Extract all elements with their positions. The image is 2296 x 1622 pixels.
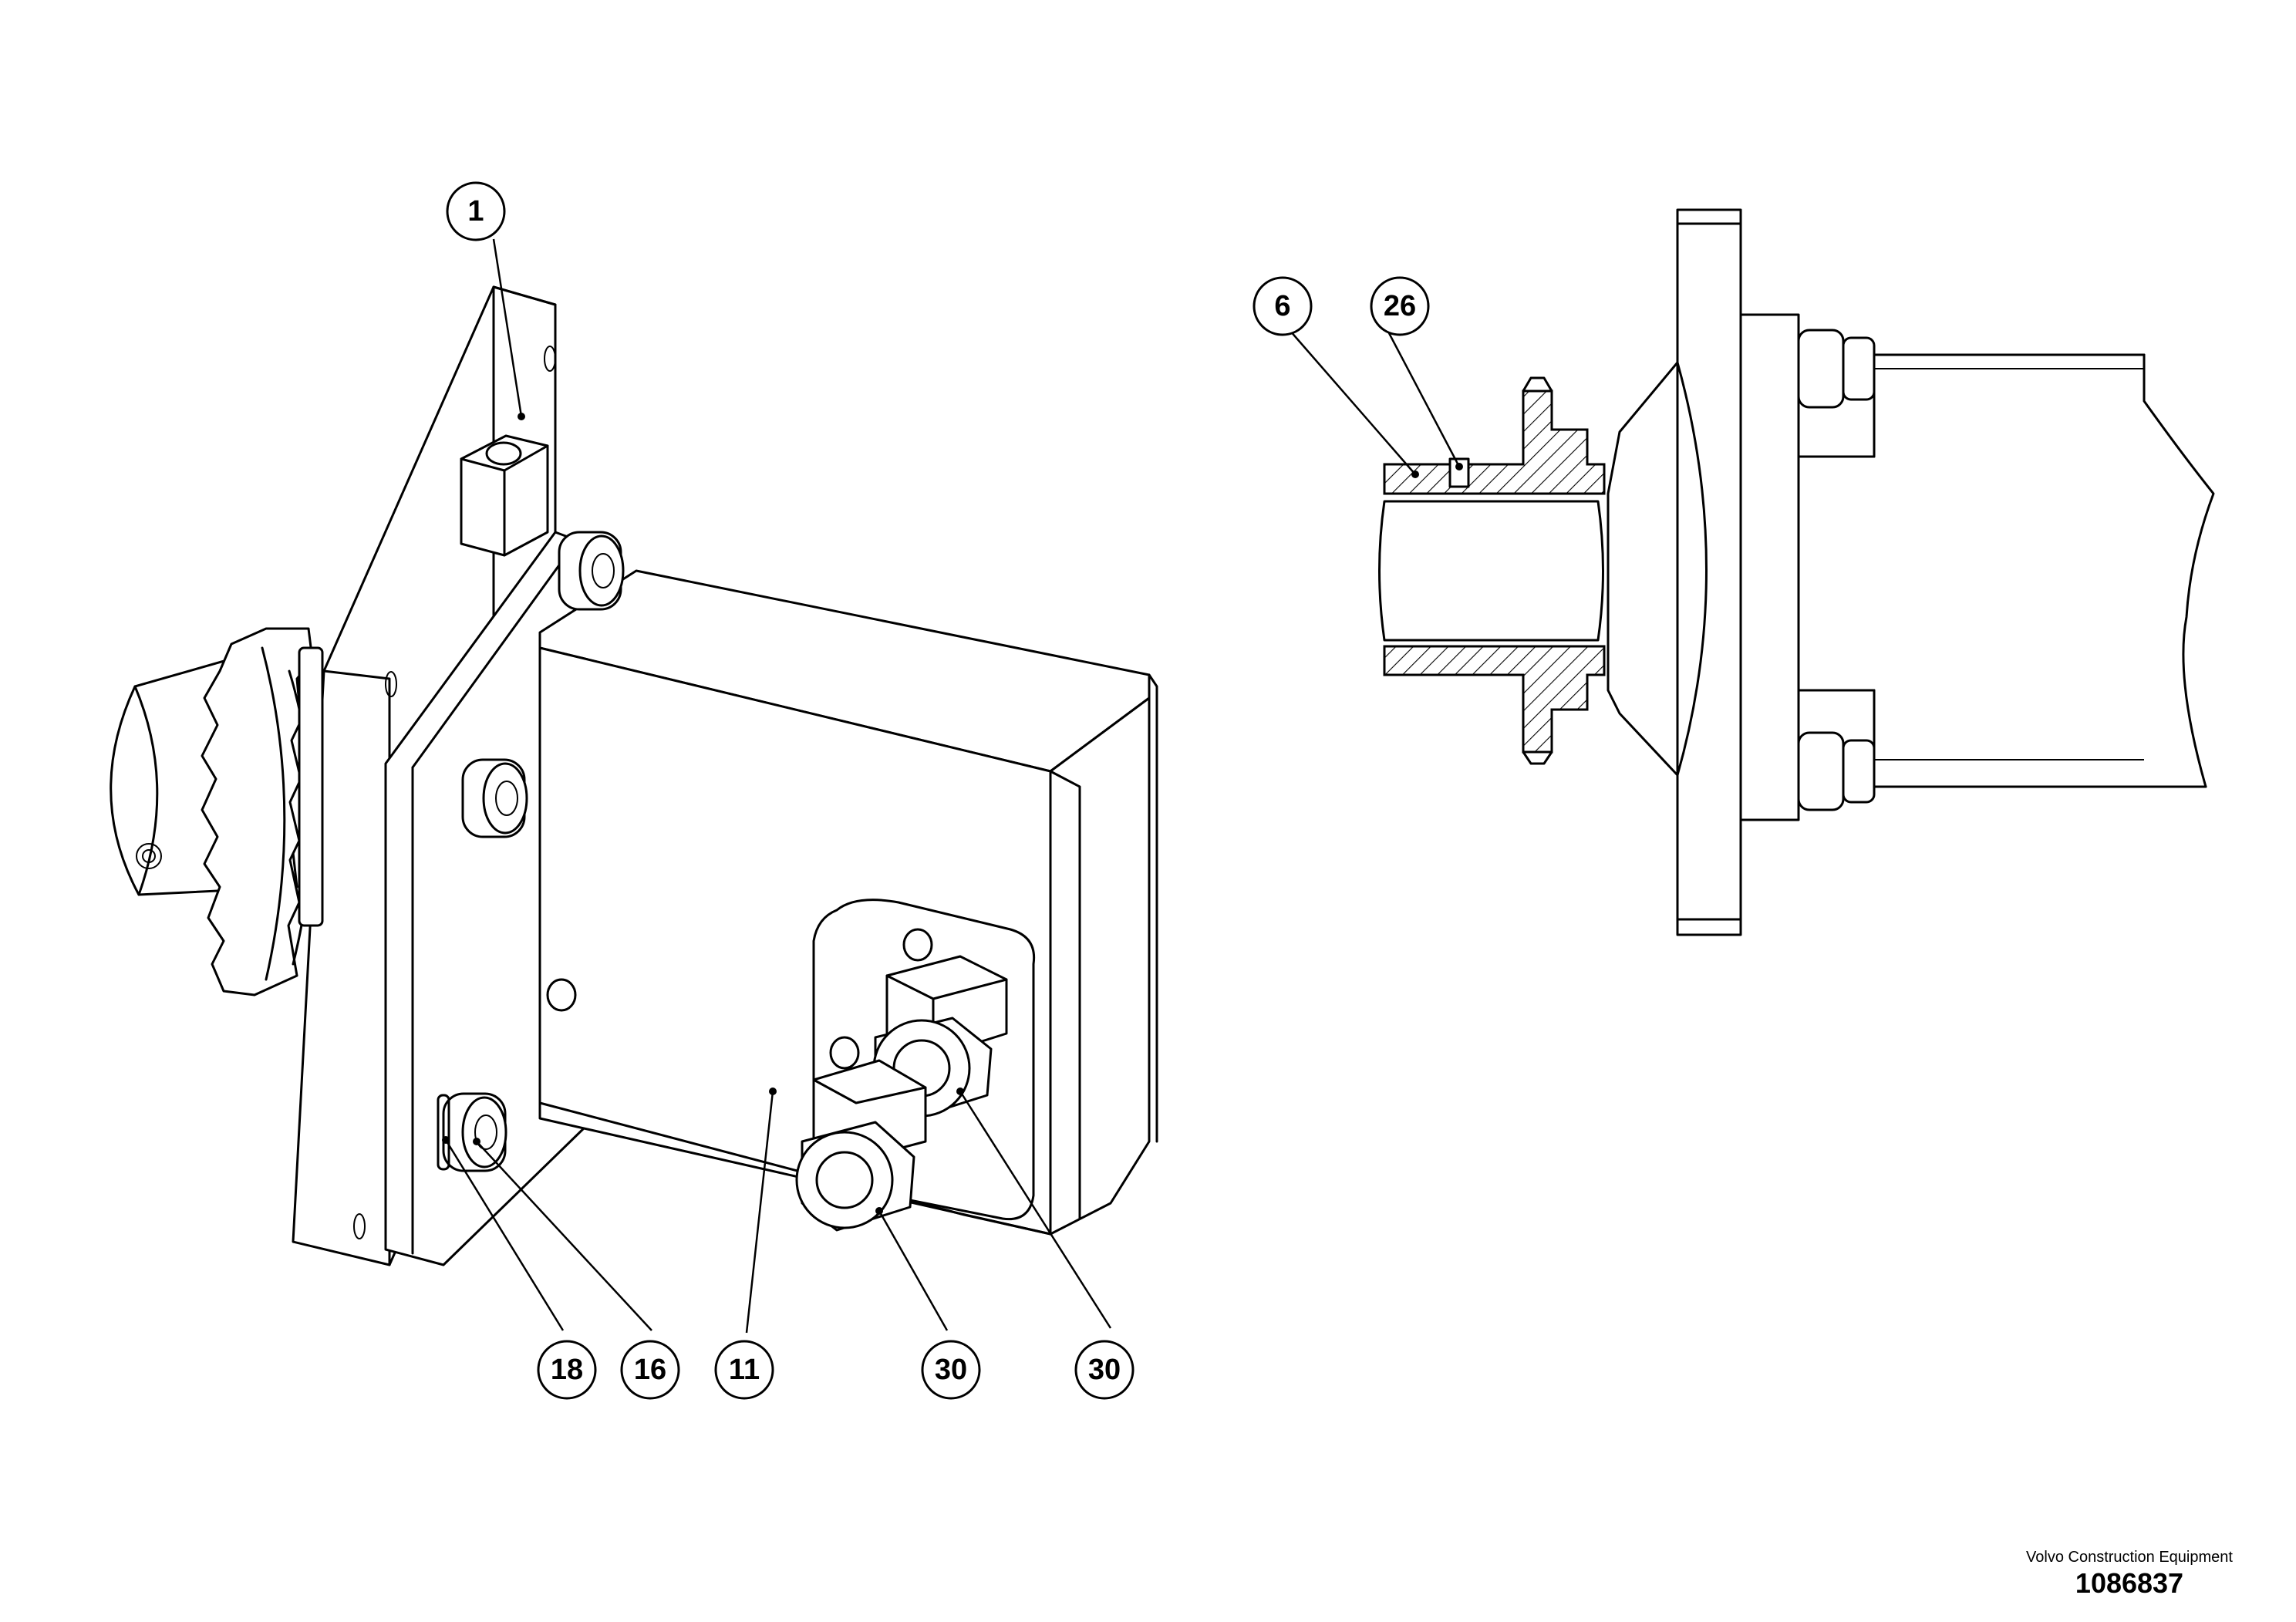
callout-30-upper-label: 30 [1088,1354,1121,1386]
motor-housing [538,569,1158,1236]
section-bolt-top [1797,329,1876,409]
callout-16-label: 16 [634,1354,666,1386]
sprocket [201,627,324,996]
callout-11-label: 11 [729,1354,760,1386]
callout-18: 18 [537,1340,597,1400]
callout-26-label: 26 [1384,290,1416,322]
callout-18-label: 18 [551,1354,583,1386]
callout-1-label: 1 [467,195,484,228]
leader-lines [442,238,1463,1334]
motor-assembly-view [110,285,1158,1266]
section-flange [1676,208,1800,936]
drawing-number: 1086837 [2075,1567,2184,1599]
section-bolt-bottom [1797,731,1876,811]
brand-name: Volvo Construction Equipment [2026,1549,2233,1566]
bolt-middle [461,758,528,838]
sectional-view [1378,208,2215,936]
callout-26: 26 [1370,276,1430,336]
callout-30-upper: 30 [1074,1340,1135,1400]
bolt-top [558,531,625,611]
callout-16: 16 [620,1340,680,1400]
callout-6: 6 [1253,276,1313,336]
callout-30-lower: 30 [921,1340,981,1400]
callout-6-label: 6 [1274,290,1290,322]
section-motor-body [1797,353,2215,788]
callout-11: 11 [714,1340,774,1400]
mounting-block [460,434,549,557]
callout-30-lower-label: 30 [935,1354,967,1386]
hydraulic-fitting-lower [795,1059,927,1232]
section-sprocket [1383,376,1606,765]
callout-1: 1 [446,181,506,241]
section-shaft-boss [1607,361,1708,777]
section-shaft [1378,492,1604,642]
drawing-footer: Volvo Construction Equipment 1086837 [2014,1548,2245,1600]
bolt-bottom [437,1092,507,1172]
